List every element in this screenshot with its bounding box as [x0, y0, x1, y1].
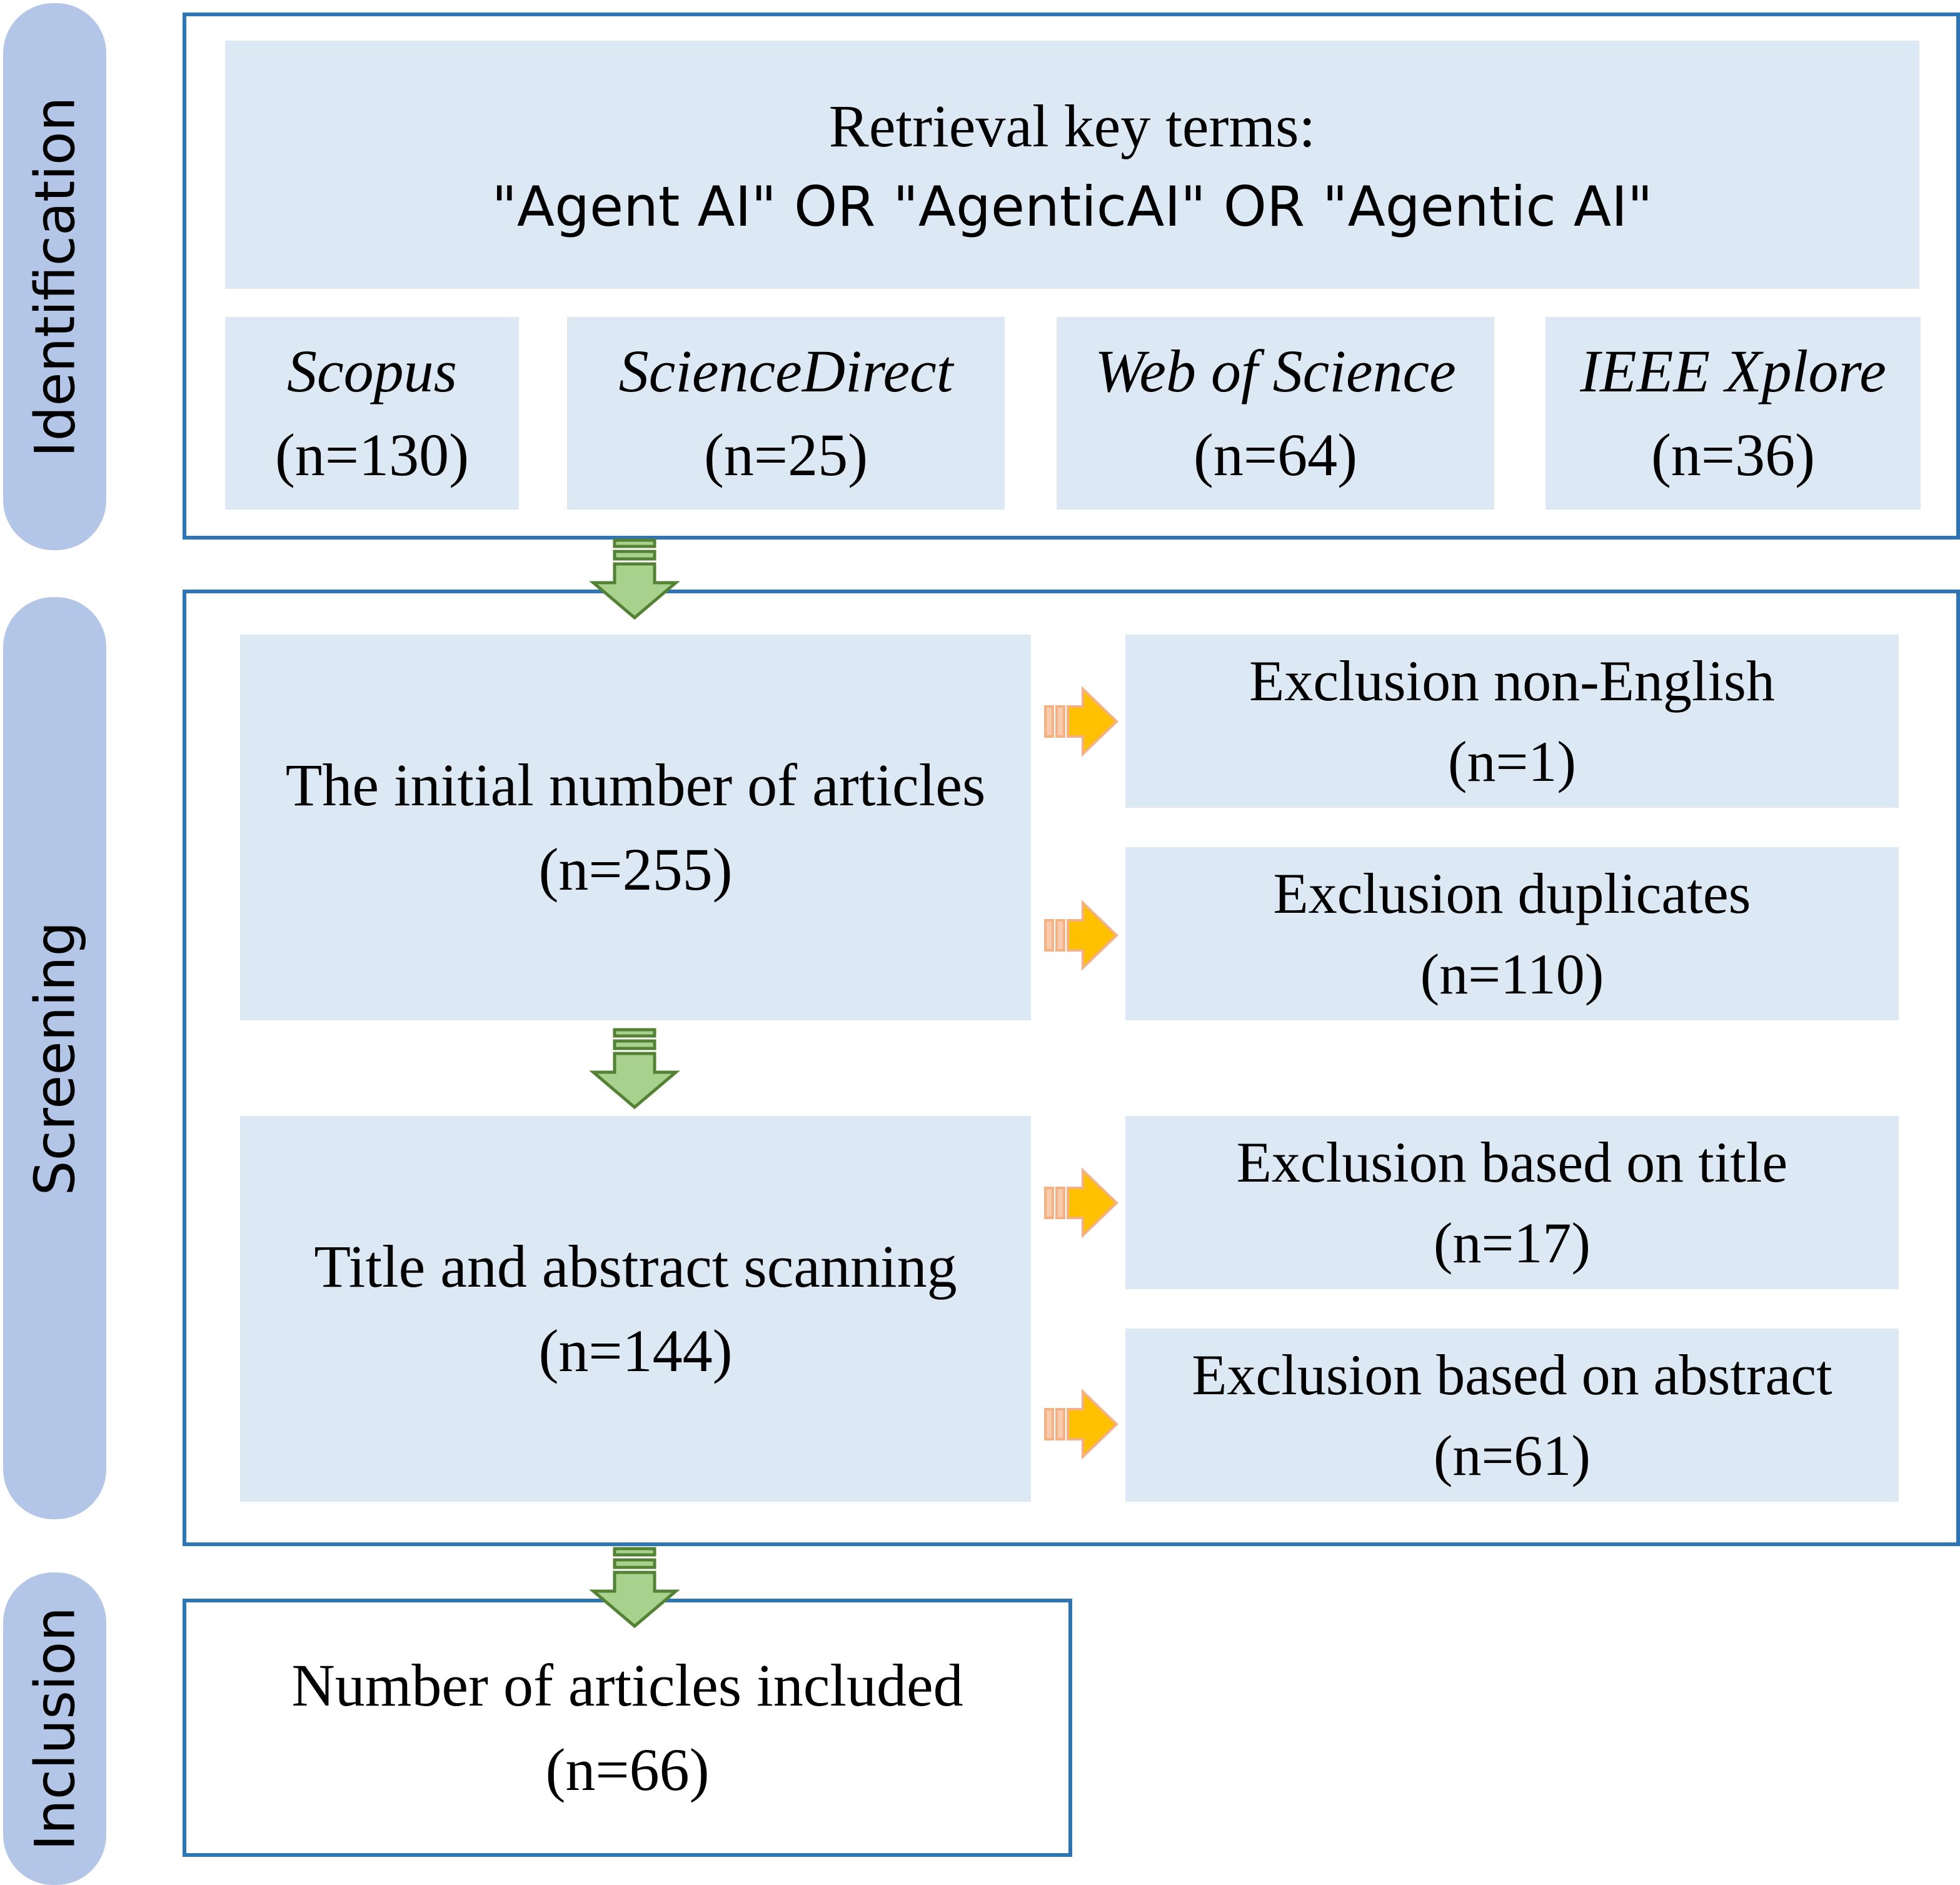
side-arrow-duplicates — [1044, 900, 1118, 971]
database-name: Web of Science — [1095, 337, 1456, 405]
initial-articles-box: The initial number of articles (n=255) — [240, 635, 1031, 1020]
stage-screening: Screening — [3, 597, 106, 1519]
exclusion-box-title: Exclusion based on title (n=17) — [1125, 1116, 1899, 1289]
side-arrow-abstract — [1044, 1389, 1118, 1460]
included-count: (n=66) — [545, 1736, 710, 1803]
database-box-web-of-science: Web of Science (n=64) — [1057, 317, 1494, 510]
exclusion-count: (n=1) — [1447, 729, 1577, 793]
exclusion-label: Exclusion non-English — [1249, 648, 1775, 713]
included-box: Number of articles included (n=66) — [183, 1599, 1072, 1857]
stage-inclusion: Inclusion — [3, 1572, 106, 1885]
exclusion-count: (n=17) — [1433, 1210, 1591, 1275]
exclusion-box-non-english: Exclusion non-English (n=1) — [1125, 635, 1899, 808]
exclusion-box-abstract: Exclusion based on abstract (n=61) — [1125, 1329, 1899, 1502]
exclusion-count: (n=61) — [1433, 1423, 1591, 1487]
side-arrow-non-english — [1044, 686, 1118, 757]
side-arrow-title — [1044, 1167, 1118, 1239]
exclusion-label: Exclusion based on title — [1236, 1130, 1788, 1194]
down-arrow-identification — [589, 538, 680, 620]
database-name: Scopus — [287, 337, 457, 405]
scanning-label: Title and abstract scanning — [314, 1233, 957, 1300]
exclusion-count: (n=110) — [1420, 942, 1604, 1006]
scanning-box: Title and abstract scanning (n=144) — [240, 1116, 1031, 1502]
database-name: ScienceDirect — [618, 337, 953, 405]
retrieval-terms-box: Retrieval key terms: "Agent AI" OR "Agen… — [225, 41, 1919, 289]
database-count: (n=64) — [1193, 421, 1358, 488]
initial-articles-label: The initial number of articles — [285, 751, 986, 819]
exclusion-label: Exclusion based on abstract — [1192, 1342, 1832, 1407]
database-count: (n=130) — [274, 421, 470, 488]
included-label: Number of articles included — [291, 1652, 963, 1719]
database-box-sciencedirect: ScienceDirect (n=25) — [567, 317, 1005, 510]
stage-inclusion-label: Inclusion — [23, 1606, 87, 1851]
retrieval-title: Retrieval key terms: — [828, 92, 1316, 159]
down-arrow-screening — [589, 1028, 680, 1110]
database-name: IEEE Xplore — [1580, 337, 1886, 405]
stage-identification-label: Identification — [23, 96, 87, 457]
database-count: (n=36) — [1651, 421, 1816, 488]
retrieval-query: "Agent AI" OR "AgenticAI" OR "Agentic AI… — [491, 174, 1653, 239]
database-count: (n=25) — [703, 421, 868, 488]
stage-identification: Identification — [3, 3, 106, 550]
database-box-scopus: Scopus (n=130) — [225, 317, 519, 510]
stage-screening-label: Screening — [23, 921, 87, 1195]
initial-articles-count: (n=255) — [538, 835, 733, 903]
exclusion-box-duplicates: Exclusion duplicates (n=110) — [1125, 847, 1899, 1020]
scanning-count: (n=144) — [538, 1317, 733, 1384]
database-box-ieee-xplore: IEEE Xplore (n=36) — [1545, 317, 1921, 510]
down-arrow-inclusion — [589, 1547, 680, 1629]
exclusion-label: Exclusion duplicates — [1273, 861, 1751, 925]
